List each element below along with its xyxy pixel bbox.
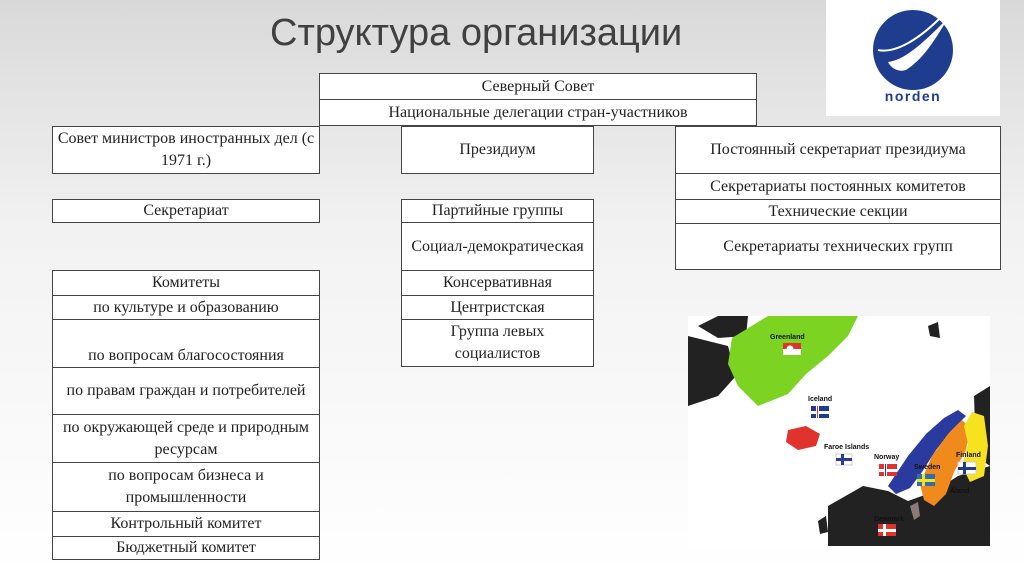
right-item-label: Секретариаты постоянных комитетов	[710, 177, 966, 195]
party-item: Группа левых социалистов	[401, 319, 594, 367]
party-label: Группа левых социалистов	[450, 323, 545, 362]
committee-item: по окружающей среде и природным ресурсам	[52, 414, 320, 463]
iceland-region	[786, 426, 820, 450]
northern-council-box: Северный Совет	[319, 73, 757, 100]
map-label-iceland: Iceland	[808, 396, 833, 403]
norway-region	[888, 410, 966, 494]
right-item: Секретариаты технических групп	[675, 223, 1001, 270]
right-item: Секретариаты постоянных комитетов	[675, 173, 1001, 200]
committee-label: по правам граждан и потребителей	[66, 382, 306, 399]
committee-label: по культуре и образованию	[93, 298, 279, 316]
party-item: Консервативная	[401, 270, 594, 296]
map-label-denmark: Denmark	[874, 516, 904, 523]
committee-label: по окружающей среде и природным ресурсам	[62, 418, 310, 458]
committees-header: Комитеты	[52, 270, 320, 296]
right-item-label: Постоянный секретариат президиума	[710, 141, 966, 158]
committee-item: по культуре и образованию	[52, 295, 320, 320]
page-title: Структура организации	[270, 12, 683, 54]
secretariat-box: Секретариат	[52, 199, 320, 223]
logo-text: norden	[884, 88, 942, 104]
delegations-box: Национальные делегации стран-участников	[319, 99, 757, 126]
committee-label: по вопросам благосостояния	[88, 347, 284, 364]
party-label: Социал-демократическая	[411, 237, 584, 255]
nordic-map: Greenland Iceland Faroe Islands Norway S…	[688, 316, 990, 546]
party-label: Центристская	[450, 298, 545, 316]
right-item-label: Секретариаты технических групп	[723, 237, 953, 255]
map-label-sweden: Sweden	[914, 464, 941, 471]
map-label-norway: Norway	[874, 454, 900, 461]
party-item: Центристская	[401, 295, 594, 320]
council-ministers-label: Совет министров иностранных дел (с 1971 …	[57, 130, 315, 169]
committee-item: по правам граждан и потребителей	[52, 367, 320, 415]
committee-item: Бюджетный комитет	[52, 536, 320, 560]
secretariat-label: Секретариат	[143, 202, 229, 219]
map-label-aland: Åland	[950, 488, 970, 495]
committee-label: Бюджетный комитет	[116, 539, 256, 556]
party-groups-label: Партийные группы	[431, 202, 564, 219]
presidium-box: Президиум	[401, 126, 594, 174]
map-label-faroe: Faroe Islands	[824, 444, 870, 451]
party-item: Социал-демократическая	[401, 222, 594, 271]
committee-label: Контрольный комитет	[110, 515, 262, 532]
right-item-label: Технические секции	[768, 202, 908, 220]
right-item: Технические секции	[675, 199, 1001, 224]
map-label-finland: Finland	[956, 452, 981, 459]
committees-header-label: Комитеты	[151, 274, 221, 291]
denmark-region	[910, 502, 920, 520]
council-ministers-box: Совет министров иностранных дел (с 1971 …	[52, 126, 320, 174]
committee-item: по вопросам бизнеса и промышленности	[52, 462, 320, 512]
presidium-label: Президиум	[459, 141, 536, 158]
delegations-label: Национальные делегации стран-участников	[388, 103, 688, 121]
map-graphic	[688, 316, 990, 546]
committee-label: по вопросам бизнеса и промышленности	[108, 467, 264, 506]
norden-logo: norden	[826, 0, 1000, 116]
map-label-greenland: Greenland	[770, 334, 805, 341]
party-groups-header: Партийные группы	[401, 199, 594, 223]
northern-council-label: Северный Совет	[481, 77, 595, 95]
committee-item: Контрольный комитет	[52, 511, 320, 537]
party-label: Консервативная	[443, 274, 552, 291]
right-item: Постоянный секретариат президиума	[675, 126, 1001, 174]
norden-swan-icon	[873, 10, 953, 90]
greenland-region	[728, 316, 858, 406]
committee-item: по вопросам благосостояния	[52, 319, 320, 368]
